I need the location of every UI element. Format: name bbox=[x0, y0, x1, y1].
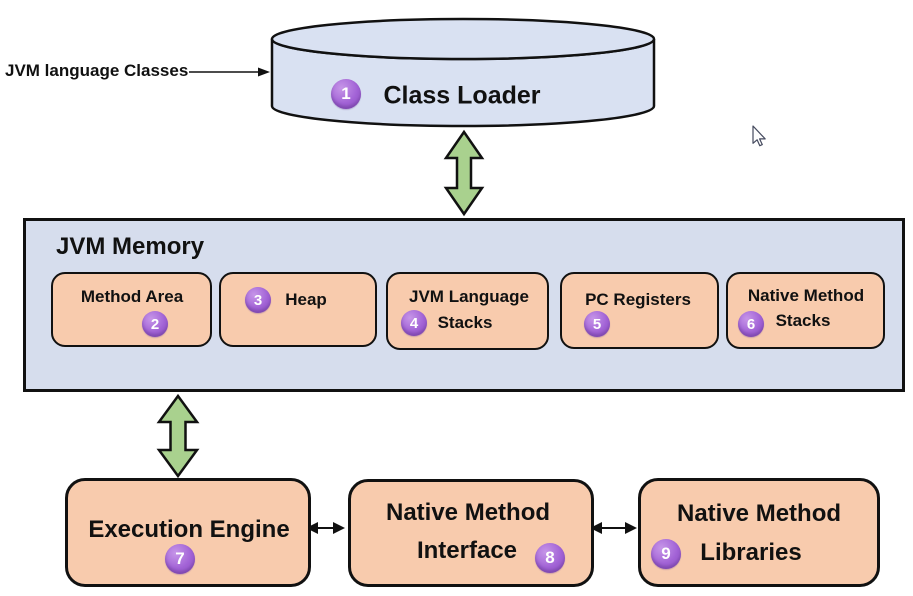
jvm-memory-title: JVM Memory bbox=[56, 233, 205, 260]
class-loader-label: Class Loader bbox=[383, 81, 541, 110]
heap-label: Heap bbox=[285, 290, 327, 309]
jvm-language-stacks-label-line1: JVM Language bbox=[409, 287, 529, 306]
execution-engine-box: Execution Engine 7 bbox=[65, 478, 311, 587]
step-badge-1: 1 bbox=[331, 79, 361, 109]
step-badge-3: 3 bbox=[245, 287, 271, 313]
step-badge-7: 7 bbox=[165, 544, 195, 574]
input-classes-label: JVM language Classes bbox=[5, 61, 189, 80]
native-method-stacks-label-line2: Stacks bbox=[775, 311, 831, 330]
jvm-memory-container: JVM Memory Method Area 2 3 Heap JVM Lang… bbox=[23, 218, 905, 392]
native-method-interface-box: Native Method Interface 8 bbox=[348, 479, 594, 587]
native-method-stacks-label-line1: Native Method bbox=[747, 286, 865, 305]
native-method-interface-label-line2: Interface bbox=[416, 537, 518, 564]
native-method-libraries-label-line2: Libraries bbox=[700, 539, 802, 566]
step-badge-5: 5 bbox=[584, 311, 610, 337]
pc-registers-label: PC Registers bbox=[585, 290, 691, 309]
native-method-interface-label-line1: Native Method bbox=[385, 499, 551, 526]
step-badge-6: 6 bbox=[738, 311, 764, 337]
native-method-libraries-label-line1: Native Method bbox=[676, 500, 842, 527]
execution-engine-label: Execution Engine bbox=[88, 516, 290, 543]
pc-registers-box: PC Registers 5 bbox=[560, 272, 719, 349]
step-badge-4: 4 bbox=[401, 310, 427, 336]
jvm-language-stacks-box: JVM Language 4 Stacks bbox=[386, 272, 549, 350]
heap-box: 3 Heap bbox=[219, 272, 377, 347]
step-badge-8: 8 bbox=[535, 543, 565, 573]
step-badge-9: 9 bbox=[651, 539, 681, 569]
native-method-libraries-box: Native Method Libraries 9 bbox=[638, 478, 880, 587]
step-badge-2: 2 bbox=[142, 311, 168, 337]
native-method-stacks-box: Native Method 6 Stacks bbox=[726, 272, 885, 349]
method-area-label: Method Area bbox=[80, 287, 184, 306]
method-area-box: Method Area 2 bbox=[51, 272, 212, 347]
jvm-language-stacks-label-line2: Stacks bbox=[437, 313, 493, 332]
